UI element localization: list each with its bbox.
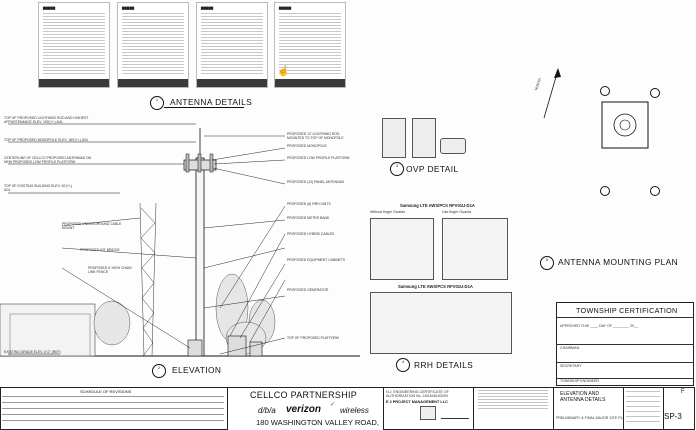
firm-logo bbox=[420, 406, 436, 420]
callout-ice-bridge: PROPOSED ICE BRIDGE bbox=[80, 248, 120, 252]
callout-meter-bank: PROPOSED METER BANK bbox=[287, 216, 330, 220]
callout-top-platform: TOP OF PROPOSED PLATFORM bbox=[287, 336, 339, 340]
callout-fence: PROPOSED 6' HIGH CHAIN LINK FENCE bbox=[88, 266, 132, 274]
sheet-info-rows bbox=[626, 391, 660, 425]
cert-secretary: SECRETARY bbox=[560, 364, 582, 368]
antenna-mounting-plan-title: ANTENNA MOUNTING PLAN bbox=[558, 257, 679, 267]
ovp-side-view bbox=[412, 118, 436, 158]
cert-chairman: CHAIRMAN bbox=[560, 346, 580, 350]
revision-rows bbox=[2, 396, 224, 426]
detail-bubble-antenna: 1 bbox=[150, 96, 164, 110]
detail-bubble-number: 2 bbox=[158, 366, 160, 370]
revision-letter: F bbox=[681, 389, 685, 395]
antenna-details-title: ANTENNA DETAILS bbox=[170, 97, 253, 107]
rrh-panel-right bbox=[442, 218, 508, 280]
schedule-heading: SCHEDULE OF REVISIONS bbox=[80, 389, 132, 394]
detail-bubble-number: 4 bbox=[402, 360, 404, 364]
sector-marker-right bbox=[650, 88, 660, 98]
dba-label: d/b/a bbox=[258, 406, 276, 415]
sector-marker-bottom-left bbox=[600, 186, 610, 196]
callout-equipment-cabinets: PROPOSED EQUIPMENT CABINETS bbox=[287, 258, 346, 262]
detail-bubble-ovp: 3 bbox=[390, 162, 404, 176]
detail-bubble-number: 5 bbox=[546, 258, 548, 262]
detail-bubble-rrh: 4 bbox=[396, 358, 410, 372]
cert-line-engineer bbox=[556, 378, 694, 379]
callout-lightning-rod: PROPOSED 12' LIGHTNING ROD MOUNTED TO TO… bbox=[287, 132, 344, 140]
rrh-panel-left bbox=[370, 218, 434, 280]
rrh-sub-left: Without finger Guards bbox=[370, 210, 405, 214]
ovp-front-view bbox=[382, 118, 406, 158]
antenna-spec-page-4: ▇▇▇▇▇ bbox=[274, 2, 346, 88]
brand-name: verizon bbox=[286, 404, 322, 415]
sheet-title: ELEVATION AND ANTENNA DETAILS bbox=[560, 391, 606, 403]
callout-generator: PROPOSED GENERATOR bbox=[287, 288, 329, 292]
antenna-mounting-plan-drawing bbox=[543, 68, 649, 149]
detail-bubble-elevation: 2 bbox=[152, 364, 166, 378]
antenna-spec-page-3: ▇▇▇▇▇ bbox=[196, 2, 268, 88]
plan-note: PRELIMINARY & FINAL MAJOR SITE PLAN bbox=[556, 416, 628, 420]
callout-platform: PROPOSED LOW PROFILE PLATFORM bbox=[287, 156, 350, 160]
cert-line-chairman bbox=[556, 344, 694, 345]
cert-approved: APPROVED THIS ____ DAY OF ________ 20__ bbox=[560, 324, 639, 328]
sector-marker-top bbox=[600, 86, 610, 96]
sheet-number-block bbox=[663, 387, 695, 430]
township-title: TOWNSHIP CERTIFICATION bbox=[576, 306, 678, 315]
detail-bubble-number: 1 bbox=[156, 98, 158, 102]
hand-cursor-icon: ☝ bbox=[277, 66, 290, 77]
callout-top-of-building: TOP OF EXISTING BUILDING ELEV. 40'(+/-) … bbox=[4, 184, 73, 192]
company-address: 180 WASHINGTON VALLEY ROAD, bbox=[256, 418, 379, 427]
sheet-title-block bbox=[553, 387, 625, 430]
rrh-model-row-1: Samsung LTE AWS/PCS RFV01U-D1A bbox=[400, 203, 475, 208]
detail-bubble-number: 3 bbox=[396, 164, 398, 168]
sheet-number: SP-3 bbox=[664, 412, 682, 421]
cert-divider bbox=[556, 317, 694, 318]
company-name: CELLCO PARTNERSHIP bbox=[250, 390, 358, 400]
callout-panel-antennas: PROPOSED (12) PANEL ANTENNAS bbox=[287, 180, 345, 184]
elevation-title: ELEVATION bbox=[172, 365, 222, 375]
engineer-cert: N.J. ENGINEERING CERTIFICATE OF AUTHORIZ… bbox=[386, 390, 449, 399]
callout-top-of-rod: TOP OF PROPOSED LIGHTNING ROD AND HIGHES… bbox=[4, 116, 89, 124]
callout-existing-grade: EXISTING GRADE ELEV. 0'-0" (REF) bbox=[4, 350, 61, 354]
rrh-model-row-2: Samsung LTE AWS/PCS RFV01U-D1A bbox=[398, 284, 473, 289]
callout-monopole: PROPOSED MONOPOLE bbox=[287, 144, 327, 148]
cert-engineer: TOWNSHIP ENGINEER bbox=[560, 379, 600, 383]
brand-check-icon: ✓ bbox=[330, 402, 336, 408]
callout-top-of-monopole: TOP OF PROPOSED MONOPOLE ELEV. 180'(+/-)… bbox=[4, 138, 89, 142]
rrh-details-title: RRH DETAILS bbox=[414, 360, 474, 370]
detail-bubble-mounting: 5 bbox=[540, 256, 554, 270]
callout-centerline-antennas: CENTERLINE OF CELLCO PROPOSED ANTENNAS O… bbox=[4, 156, 92, 164]
callout-cable-mount: PROPOSED UNDERGROUND CABLE MOUNT bbox=[62, 222, 122, 230]
rrh-drawings bbox=[370, 292, 512, 354]
callout-hybrid-cables: PROPOSED HYBRID CABLES bbox=[287, 232, 335, 236]
sector-marker-bottom-right bbox=[650, 186, 660, 196]
ovp-detail-title: OVP DETAIL bbox=[406, 164, 459, 174]
antenna-spec-page-1: ▇▇▇▇▇ bbox=[38, 2, 110, 88]
title-underline bbox=[164, 107, 244, 108]
rrh-sub-right: Use finger Guards bbox=[442, 210, 472, 214]
elevation-drawing bbox=[0, 123, 360, 357]
antenna-spec-page-2: ▇▇▇▇▇ bbox=[117, 2, 189, 88]
callout-rrh-units: PROPOSED (6) RRH UNITS bbox=[287, 202, 331, 206]
pm-firm: E 2 PROJECT MANAGEMENT LLC bbox=[386, 400, 448, 404]
brand-suffix: wireless bbox=[340, 406, 369, 415]
seal-notes bbox=[478, 390, 548, 410]
ovp-top-view bbox=[440, 138, 466, 154]
engineer-signature bbox=[440, 408, 472, 419]
cert-line-secretary bbox=[556, 362, 694, 363]
